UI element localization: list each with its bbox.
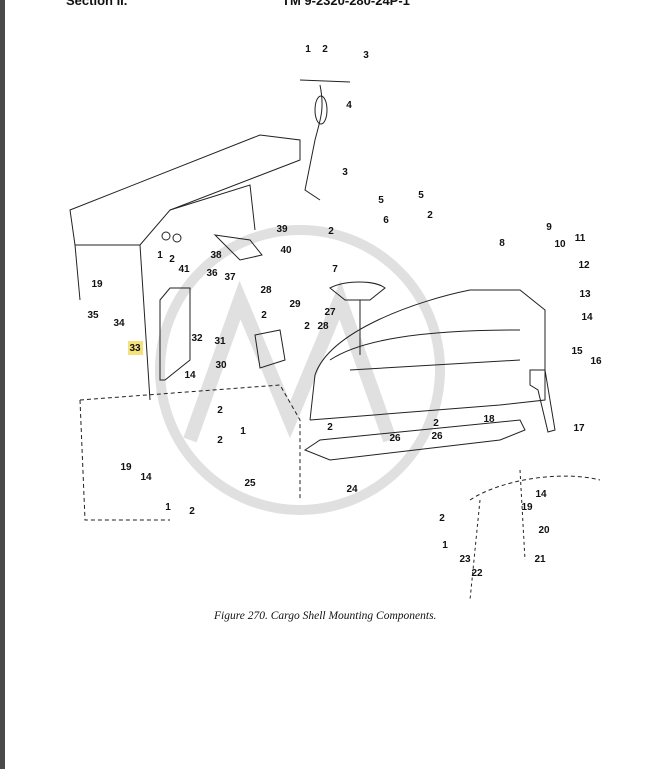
- callout-24: 24: [346, 484, 358, 495]
- callout-2: 2: [217, 405, 223, 416]
- callout-14: 14: [535, 489, 547, 500]
- callout-21: 21: [534, 554, 546, 565]
- callout-9: 9: [546, 222, 552, 233]
- callout-2: 2: [304, 321, 310, 332]
- mounting-bracket-drawing: [159, 231, 286, 381]
- callout-5: 5: [378, 195, 384, 206]
- callout-14: 14: [184, 370, 196, 381]
- callout-7: 7: [332, 264, 338, 275]
- callout-13: 13: [579, 289, 591, 300]
- callout-20: 20: [538, 525, 550, 536]
- callout-2: 2: [322, 44, 328, 55]
- callout-26: 26: [431, 431, 443, 442]
- callout-19: 19: [120, 462, 132, 473]
- callout-19: 19: [521, 502, 533, 513]
- callout-15: 15: [571, 346, 583, 357]
- callout-1: 1: [157, 250, 163, 261]
- callout-5: 5: [418, 190, 424, 201]
- callout-29: 29: [289, 299, 301, 310]
- callout-32: 32: [191, 333, 203, 344]
- callout-highlight: [128, 341, 143, 355]
- callout-31: 31: [214, 336, 226, 347]
- callout-18: 18: [483, 414, 495, 425]
- callout-14: 14: [581, 312, 593, 323]
- callout-33: 33: [129, 343, 141, 354]
- callout-2: 2: [427, 210, 433, 221]
- callout-16: 16: [590, 356, 602, 367]
- callout-1: 1: [442, 540, 448, 551]
- callout-26: 26: [389, 433, 401, 444]
- callout-2: 2: [217, 435, 223, 446]
- callout-27: 27: [324, 307, 336, 318]
- callout-2: 2: [328, 226, 334, 237]
- callout-10: 10: [554, 239, 566, 250]
- figure-caption: Figure 270. Cargo Shell Mounting Compone…: [214, 610, 437, 622]
- callout-1: 1: [240, 426, 246, 437]
- callout-6: 6: [383, 215, 389, 226]
- callout-40: 40: [280, 245, 292, 256]
- callout-2: 2: [189, 506, 195, 517]
- callout-25: 25: [244, 478, 256, 489]
- callout-3: 3: [363, 50, 369, 61]
- callout-38: 38: [210, 250, 222, 261]
- callout-11: 11: [575, 233, 586, 244]
- tm-number-header: TM 9-2320-280-24P-1: [282, 0, 410, 8]
- cable-assembly-drawing: [299, 79, 351, 201]
- section-header: Section II.: [66, 0, 128, 8]
- callout-36: 36: [206, 268, 218, 279]
- callout-17: 17: [573, 423, 585, 434]
- callout-3: 3: [342, 167, 348, 178]
- callout-30: 30: [215, 360, 227, 371]
- callout-2: 2: [433, 418, 439, 429]
- callout-34: 34: [113, 318, 125, 329]
- callout-2: 2: [261, 310, 267, 321]
- callout-28: 28: [260, 285, 272, 296]
- callout-1: 1: [305, 44, 311, 55]
- cargo-shell-drawing: [303, 281, 601, 601]
- callout-2: 2: [327, 422, 333, 433]
- callout-14: 14: [140, 472, 152, 483]
- callout-8: 8: [499, 238, 505, 249]
- callout-41: 41: [178, 264, 190, 275]
- callout-22: 22: [471, 568, 483, 579]
- callout-12: 12: [578, 260, 590, 271]
- callout-2: 2: [439, 513, 445, 524]
- callout-35: 35: [87, 310, 99, 321]
- callout-23: 23: [459, 554, 471, 565]
- callout-1: 1: [165, 502, 171, 513]
- callout-2: 2: [169, 254, 175, 265]
- callout-4: 4: [346, 100, 352, 111]
- callout-37: 37: [224, 272, 236, 283]
- callout-39: 39: [276, 224, 288, 235]
- callout-19: 19: [91, 279, 103, 290]
- callout-28: 28: [317, 321, 329, 332]
- viewer-left-edge: [0, 0, 5, 769]
- cab-roof-drawing: [69, 134, 301, 521]
